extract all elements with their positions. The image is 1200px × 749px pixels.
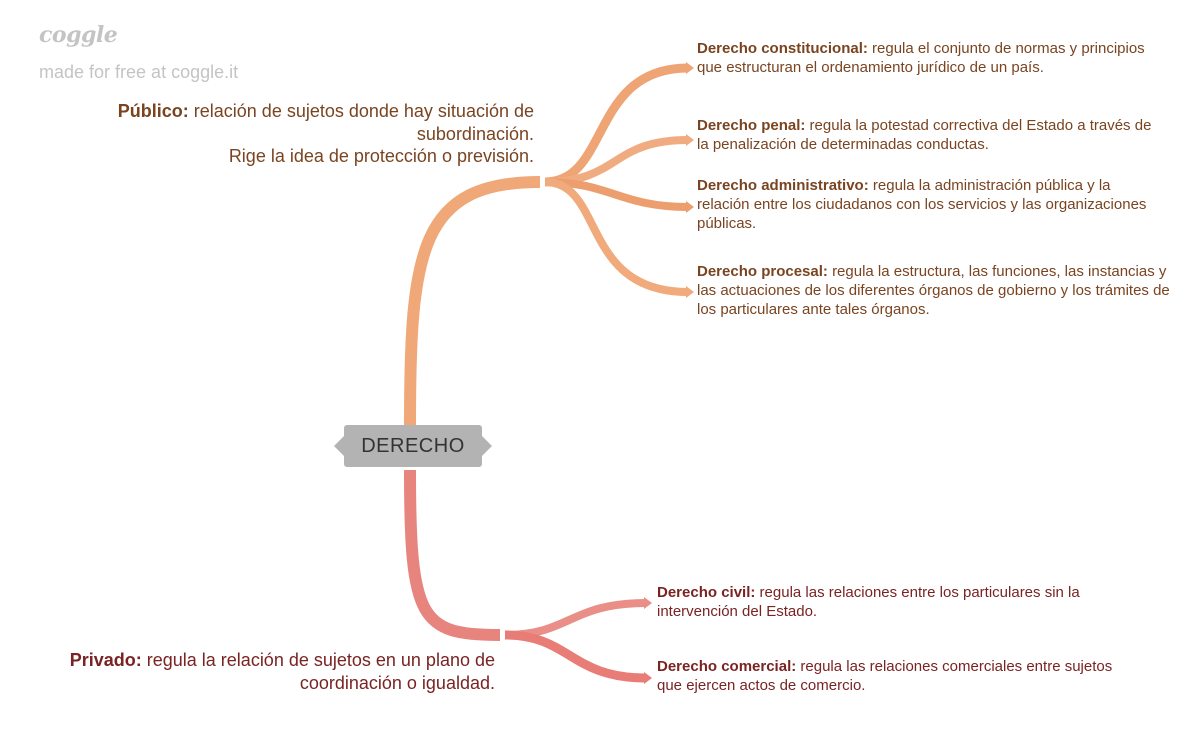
node-derecho-procesal[interactable]: Derecho procesal: regula la estructura, … — [697, 263, 1177, 319]
node-privado-title: Privado: — [69, 650, 142, 670]
leaf-text: regula las relaciones comerciales entre … — [657, 658, 1113, 694]
node-derecho-comercial[interactable]: Derecho comercial: regula las relaciones… — [657, 658, 1137, 696]
node-publico-line-2: Rige la idea de protección o previsión. — [228, 146, 534, 166]
leaf-text: regula la potestad correctiva del Estado… — [697, 117, 1152, 153]
node-privado-text: regula la relación de sujetos en un plan… — [146, 650, 495, 693]
coggle-tagline[interactable]: made for free at coggle.it — [39, 62, 239, 82]
central-node-derecho[interactable]: DERECHO — [334, 425, 492, 467]
leaf-text: regula las relaciones entre los particul… — [657, 584, 1080, 620]
leaf-title: Derecho civil: — [657, 584, 756, 601]
leaf-text: regula la estructura, las funciones, las… — [697, 263, 1170, 318]
node-derecho-constitucional[interactable]: Derecho constitucional: regula el conjun… — [697, 40, 1147, 78]
node-publico-title: Público: — [117, 101, 189, 121]
leaf-title: Derecho procesal: — [697, 263, 828, 280]
branch-civil — [504, 599, 647, 639]
coggle-logo[interactable]: coggle — [39, 22, 118, 48]
node-privado[interactable]: Privado: regula la relación de sujetos e… — [40, 649, 495, 694]
leaf-title: Derecho comercial: — [657, 658, 797, 675]
leaf-title: Derecho constitucional: — [697, 40, 868, 57]
leaf-title: Derecho penal: — [697, 117, 806, 134]
branch-public — [404, 176, 541, 426]
leaf-title: Derecho administrativo: — [697, 177, 869, 194]
node-publico-line-1: relación de sujetos donde hay situación … — [193, 101, 534, 144]
node-publico[interactable]: Público: relación de sujetos donde hay s… — [60, 100, 534, 168]
branch-private — [404, 469, 501, 641]
leaf-text: regula la administración pública y la re… — [697, 177, 1147, 232]
node-derecho-penal[interactable]: Derecho penal: regula la potestad correc… — [697, 117, 1157, 155]
branch-procesal — [544, 178, 689, 296]
branch-comercial — [504, 630, 647, 683]
leaf-text: regula el conjunto de normas y principio… — [697, 40, 1145, 76]
node-derecho-civil[interactable]: Derecho civil: regula las relaciones ent… — [657, 584, 1137, 622]
node-derecho-administrativo[interactable]: Derecho administrativo: regula la admini… — [697, 177, 1167, 233]
